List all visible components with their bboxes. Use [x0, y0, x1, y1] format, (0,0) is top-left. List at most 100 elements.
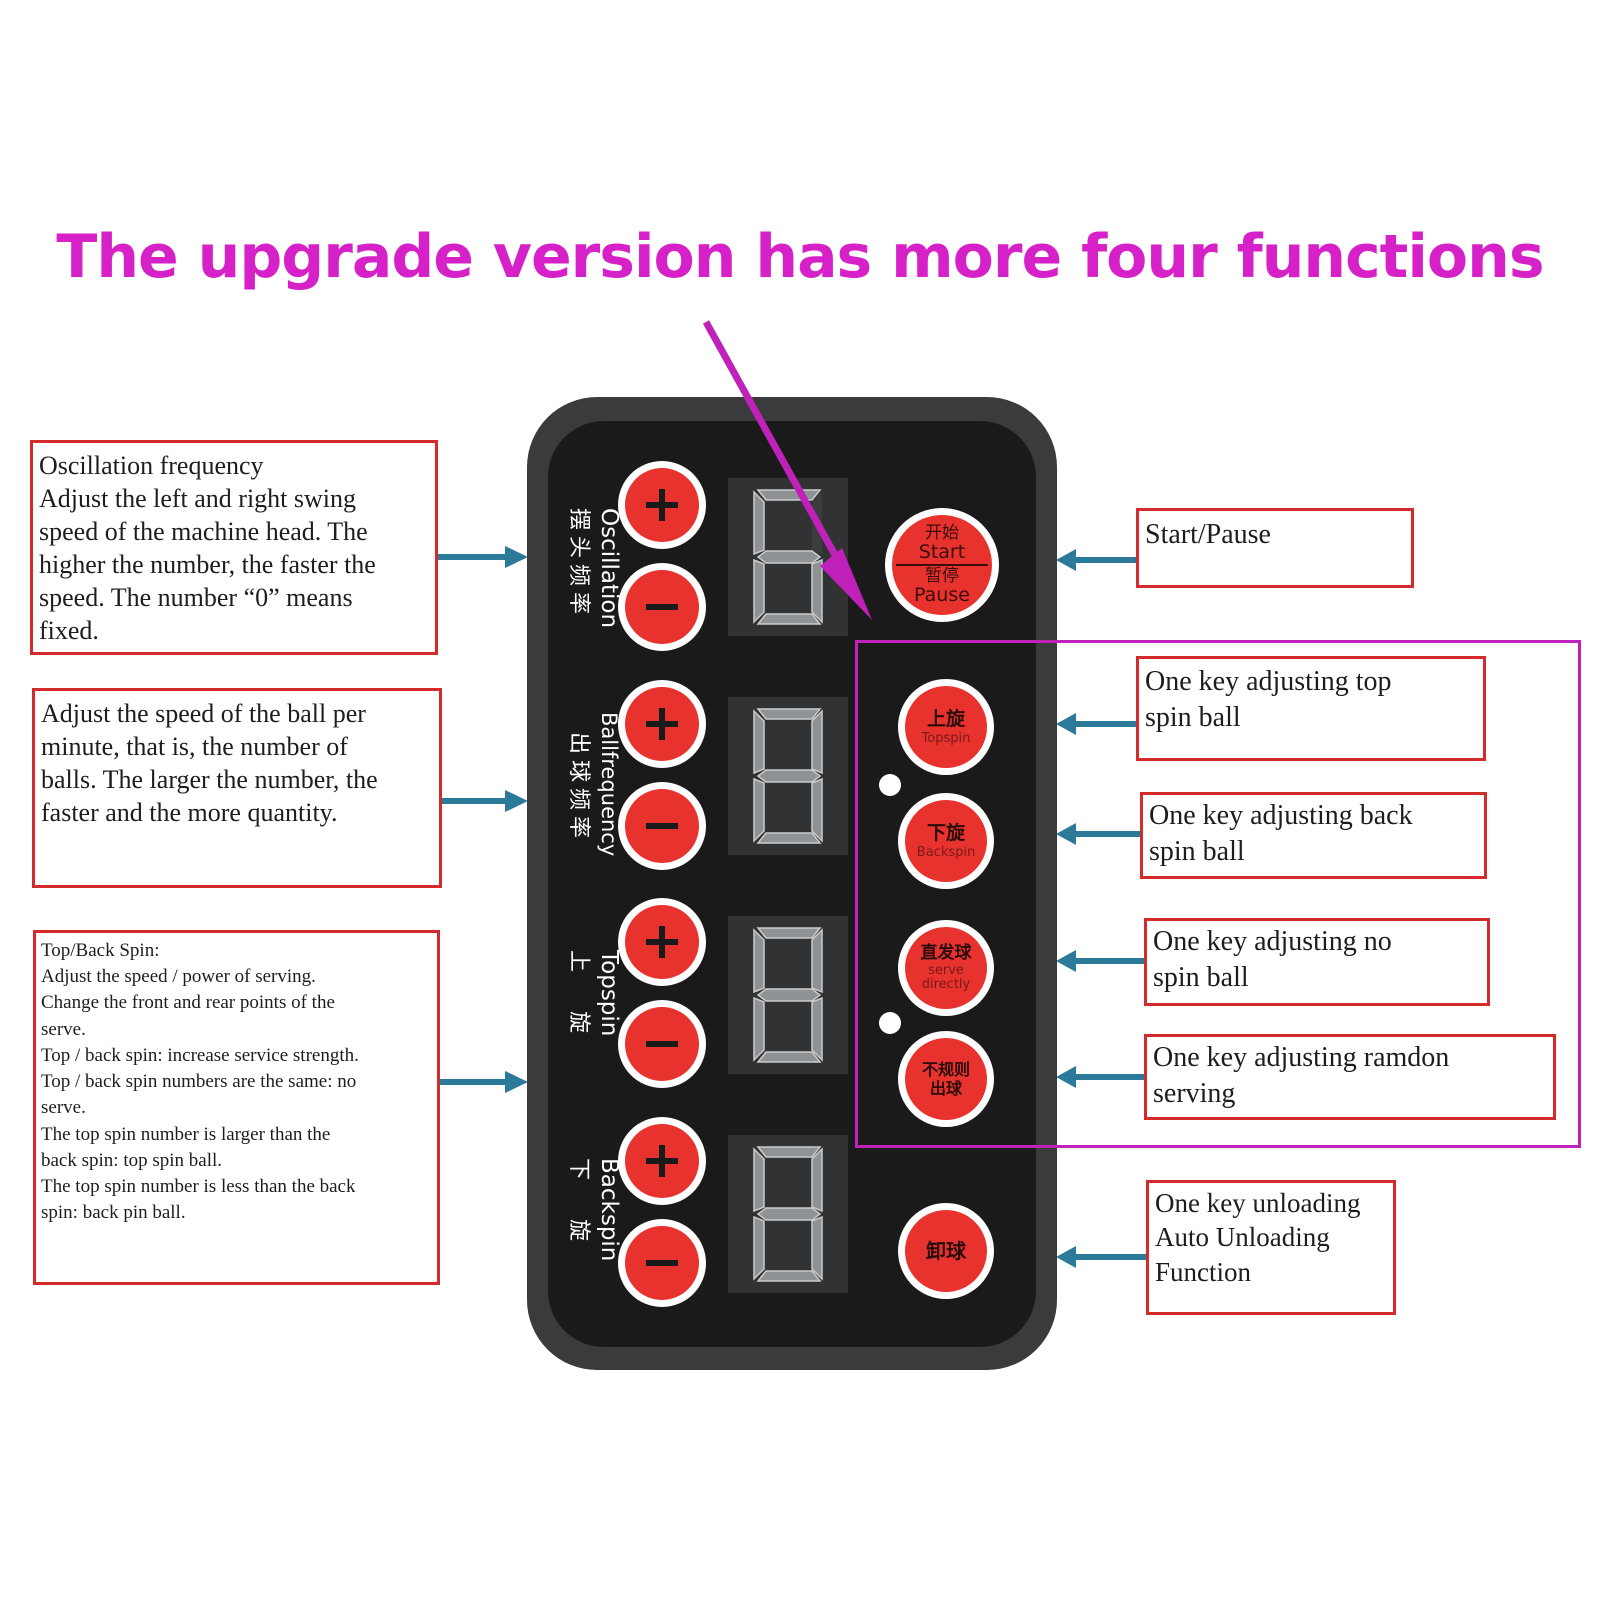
backspin-button-en: Backspin: [916, 844, 976, 860]
oscillation-label: Oscillation 摆头频率: [556, 500, 626, 660]
oscillation-callout-title: Oscillation frequency: [39, 451, 264, 480]
topspin-callout: One key adjusting top spin ball: [1136, 656, 1486, 761]
pause-label-en: Pause: [914, 583, 970, 606]
callout-line: serve.: [41, 1097, 86, 1119]
callout-line: spin ball: [1153, 961, 1249, 993]
backspin-display: [728, 1135, 848, 1293]
segment-e: [753, 558, 765, 624]
segment-f: [753, 490, 765, 556]
serve-button-en: directly: [921, 977, 971, 992]
topspin-display: [728, 916, 848, 1074]
segment-e: [753, 777, 765, 843]
segment-g: [756, 769, 822, 783]
callout-line: spin ball: [1149, 835, 1245, 867]
headline: The upgrade version has more four functi…: [56, 222, 1544, 292]
start-label-cn: 开始: [925, 523, 959, 543]
spin-callout: Top/Back Spin: Adjust the speed / power …: [33, 930, 440, 1285]
segment-f: [753, 709, 765, 775]
topspin-plus-button[interactable]: [618, 898, 706, 986]
unload-button[interactable]: 卸球: [898, 1203, 994, 1299]
divider: [896, 564, 988, 566]
backspin-label-en: Backspin: [596, 1158, 622, 1261]
callout-line: serving: [1153, 1077, 1236, 1109]
segment-a: [756, 708, 822, 720]
oscillation-minus-button[interactable]: [618, 563, 706, 651]
start-pause-callout: Start/Pause: [1136, 508, 1414, 588]
callout-line: One key adjusting ramdon: [1153, 1042, 1450, 1073]
callout-line: One key adjusting no: [1153, 926, 1392, 957]
callout-line: Top / back spin: increase service streng…: [41, 1044, 359, 1066]
new-functions-highlight: [855, 640, 1581, 1148]
ballfrequency-label-cn: 出球频率: [566, 732, 591, 844]
callout-line: Top / back spin numbers are the same: no: [41, 1071, 357, 1093]
callout-line: Change the front and rear points of the: [41, 992, 335, 1014]
indicator-dot: [879, 774, 901, 796]
topspin-label: Topspin 上 旋: [556, 949, 626, 1110]
topspin-button-cn: 上旋: [926, 707, 965, 730]
plus-icon: [646, 708, 678, 740]
start-pause-button[interactable]: 开始 Start 暂停 Pause: [885, 508, 999, 622]
plus-icon: [646, 489, 678, 521]
backspin-button[interactable]: 下旋 Backspin: [898, 793, 994, 889]
callout-line: faster and the more quantity.: [41, 798, 338, 828]
segment-g: [756, 988, 822, 1002]
indicator-dot: [879, 1012, 901, 1034]
backspin-minus-button[interactable]: [618, 1219, 706, 1307]
ballfrequency-label-en: Ballfrequency: [597, 712, 621, 856]
callout-line: One key unloading: [1155, 1188, 1361, 1218]
ballfrequency-plus-button[interactable]: [618, 680, 706, 768]
segment-c: [811, 777, 823, 843]
topspin-minus-button[interactable]: [618, 1000, 706, 1088]
random-button-cn: 不规则: [921, 1059, 970, 1079]
ballfrequency-minus-button[interactable]: [618, 782, 706, 870]
backspin-plus-button[interactable]: [618, 1117, 706, 1205]
topspin-button-en: Topspin: [921, 730, 971, 746]
callout-line: Auto Unloading: [1155, 1222, 1330, 1253]
segment-d: [756, 832, 822, 844]
minus-icon: [646, 1041, 678, 1047]
callout-line: higher the number, the faster the: [39, 550, 376, 580]
topspin-button[interactable]: 上旋 Topspin: [898, 679, 994, 775]
plus-icon: [646, 926, 678, 958]
oscillation-plus-button[interactable]: [618, 461, 706, 549]
segment-e: [753, 1215, 765, 1281]
ball-frequency-callout: Adjust the speed of the ball per minute,…: [32, 688, 442, 888]
callout-line: One key adjusting top: [1145, 666, 1392, 697]
start-label-en: Start: [918, 540, 966, 563]
serve-button-en: serve: [928, 963, 964, 978]
oscillation-label-en: Oscillation: [596, 508, 622, 628]
ballfrequency-display: [728, 697, 848, 855]
oscillation-label-cn: 摆头频率: [566, 508, 591, 620]
segment-b: [811, 709, 823, 775]
backspin-label: Backspin 下 旋: [556, 1158, 626, 1318]
segment-g: [756, 1207, 822, 1221]
callout-line: spin ball: [1145, 701, 1241, 733]
backspin-label-cn: 下 旋: [566, 1158, 591, 1257]
segment-e: [753, 996, 765, 1062]
callout-line: back spin: top spin ball.: [41, 1149, 223, 1171]
minus-icon: [646, 1260, 678, 1266]
serve-directly-button[interactable]: 直发球 serve directly: [898, 920, 994, 1016]
segment-c: [811, 1215, 823, 1281]
topspin-label-en: Topspin: [596, 949, 622, 1036]
unloading-callout: One key unloading Auto Unloading Functio…: [1146, 1180, 1396, 1315]
topspin-label-cn: 上 旋: [566, 950, 591, 1049]
callout-line: Adjust the left and right swing: [39, 484, 357, 514]
callout-line: One key adjusting back: [1149, 800, 1413, 831]
callout-line: The top spin number is less than the bac…: [41, 1175, 356, 1197]
segment-f: [753, 1147, 765, 1213]
segment-a: [756, 927, 822, 939]
plus-icon: [646, 1145, 678, 1177]
callout-line: Start/Pause: [1145, 519, 1271, 550]
unload-button-cn: 卸球: [926, 1239, 966, 1263]
minus-icon: [646, 604, 678, 610]
segment-d: [756, 1051, 822, 1063]
serve-button-cn: 直发球: [920, 943, 972, 963]
callout-line: fixed.: [39, 616, 99, 646]
callout-line: Adjust the speed / power of serving.: [41, 966, 316, 988]
random-serve-button[interactable]: 不规则 出球: [898, 1031, 994, 1127]
minus-icon: [646, 823, 678, 829]
callout-line: Function: [1155, 1256, 1252, 1287]
